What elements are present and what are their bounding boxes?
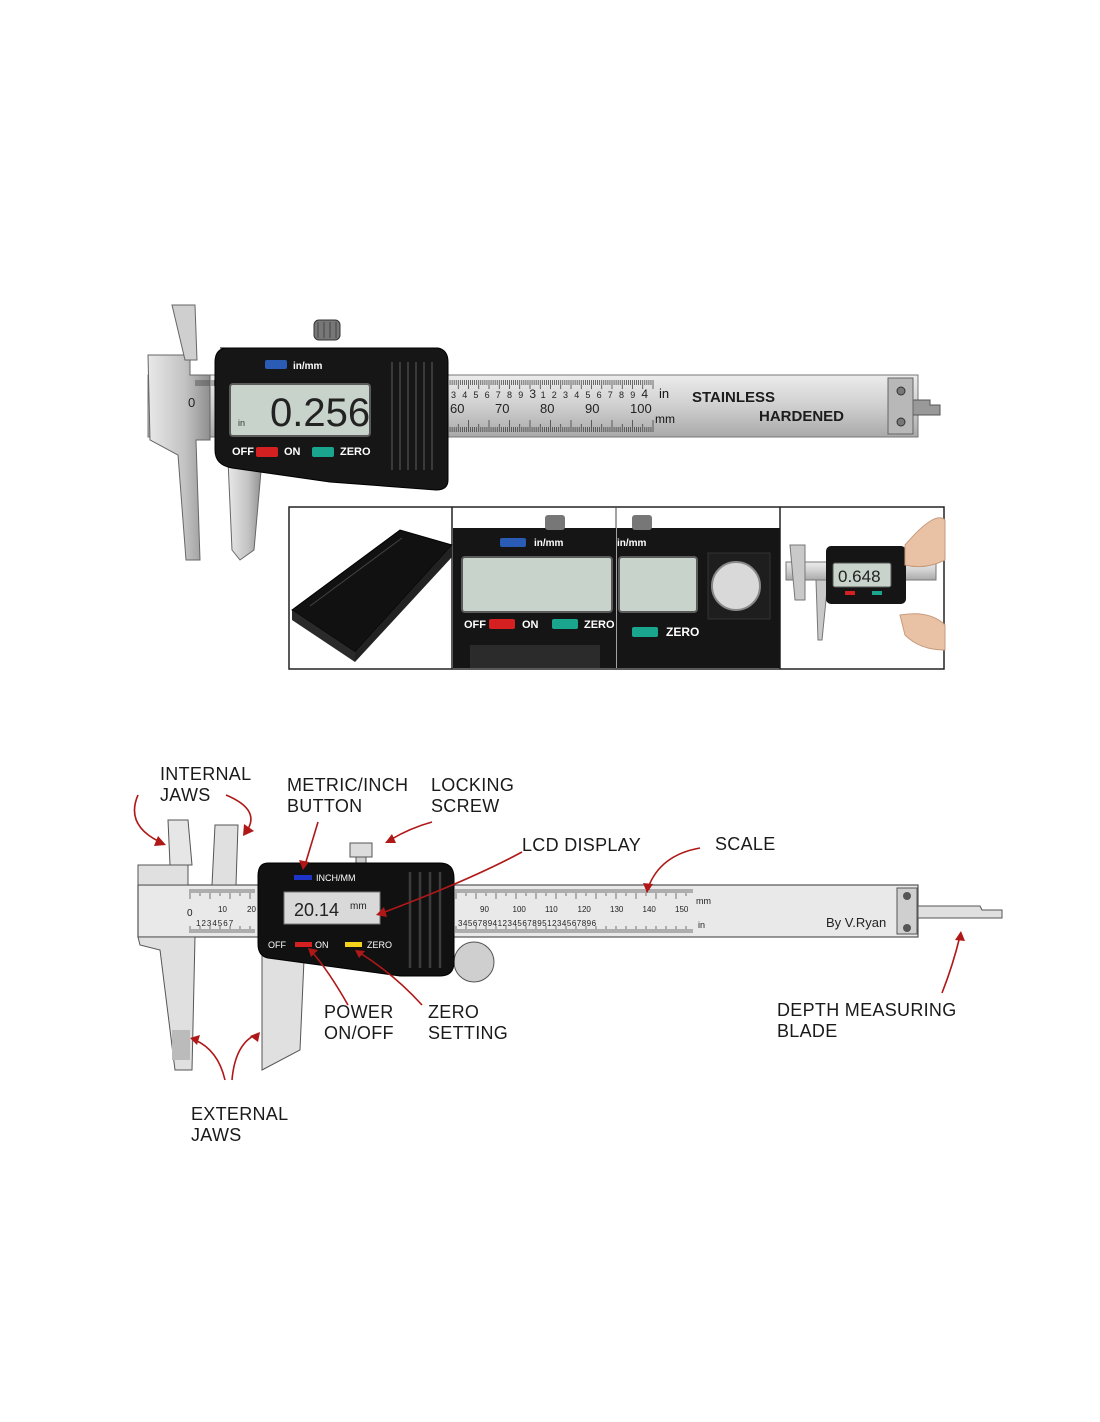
diagram-mm-tick-label: 150 (675, 905, 689, 914)
photo-in-tick-label: 6 (597, 390, 602, 400)
photo-scale-in-unit: in (659, 386, 669, 401)
photo-lcd-display (229, 383, 371, 437)
diagram-left-in-ticks: 1234567 (196, 919, 234, 928)
photo-in-tick-label: 4 (574, 390, 579, 400)
diagram-lcd-value: 20.14 (294, 900, 339, 920)
diagram-right-in-ticks: 3456789412345678951234567896 (458, 919, 597, 928)
photo-locking-screw[interactable] (313, 319, 341, 341)
photo-in-tick-label: 4 (641, 387, 648, 401)
diagram-zero-button[interactable] (345, 942, 362, 947)
photo-zero-label: ZERO (340, 446, 371, 458)
photo-zero-button[interactable] (312, 447, 334, 457)
photo-in-tick-label: 4 (462, 390, 467, 400)
photo-in-tick-label: 8 (507, 390, 512, 400)
photo-scale-mm-unit: mm (655, 412, 675, 426)
thumbnail-case (291, 529, 453, 662)
photo-in-tick-label: 3 (563, 390, 568, 400)
diagram-mm-unit: mm (696, 896, 711, 906)
label-zero-setting: ZERO SETTING (428, 1002, 509, 1043)
photo-in-tick-label: 3 (451, 390, 456, 400)
diagram-mm-tick-label: 130 (610, 905, 624, 914)
diagram-power-button[interactable] (295, 942, 312, 947)
diagram-on-label: ON (315, 940, 329, 950)
photo-in-tick-label: 9 (630, 390, 635, 400)
label-lcd-display: LCD DISPLAY (522, 835, 642, 855)
thumb3-zero-label: ZERO (666, 625, 699, 639)
photo-in-tick-label: 6 (485, 390, 490, 400)
thumb2-off-label: OFF (464, 619, 486, 631)
callout-arrows (133, 794, 961, 1081)
photo-off-label: OFF (232, 446, 254, 458)
photo-in-tick-label: 9 (518, 390, 523, 400)
thumb2-zero-label: ZERO (584, 619, 615, 631)
callout-arrowheads (154, 824, 965, 1045)
thumbnail-in-hand: 0.648 (781, 508, 946, 668)
diagram-lcd-unit: mm (350, 901, 367, 912)
diagram-left-zero: 0 (187, 908, 193, 919)
thumb3-button-label: in/mm (617, 538, 647, 549)
diagram-mm-tick-label: 100 (513, 905, 527, 914)
photo-power-button[interactable] (256, 447, 278, 457)
label-internal-jaws: INTERNAL JAWS (160, 764, 252, 805)
diagram-mm-tick-label: 120 (578, 905, 592, 914)
photo-zero-mark: 0 (188, 395, 195, 410)
diagram-lcd-display (283, 891, 381, 925)
photo-in-tick-label: 3 (529, 387, 536, 401)
diagram-left-mm-10: 10 (218, 905, 227, 914)
label-scale: SCALE (715, 834, 776, 854)
diagram-scale (189, 889, 693, 933)
photo-mm-tick-label: 90 (585, 401, 599, 416)
diagram-mm-tick-label: 140 (643, 905, 657, 914)
diagram-credit: By V.Ryan (826, 915, 886, 930)
photo-on-label: ON (284, 446, 301, 458)
thumb4-lcd-value: 0.648 (838, 567, 881, 586)
label-depth-measuring-blade: DEPTH MEASURING BLADE (777, 1000, 957, 1041)
diagram-off-label: OFF (268, 940, 286, 950)
photo-in-tick-label: 5 (585, 390, 590, 400)
photo-mm-tick-label: 100 (630, 401, 652, 416)
photo-in-tick-label: 5 (473, 390, 478, 400)
photo-mm-tick-label: 60 (450, 401, 464, 416)
photo-beam-text-stainless: STAINLESS (692, 389, 775, 406)
diagram-mm-tick-label: 90 (480, 905, 489, 914)
diagram-inch-mm-button[interactable] (294, 875, 312, 880)
caliper-diagram: 0 10 20 1234567 90 100 110 120 130 140 150 345… (133, 794, 1003, 1081)
label-external-jaws: EXTERNAL JAWS (191, 1104, 289, 1145)
thumbnail-battery: in/mm ZERO (617, 515, 780, 668)
label-locking-screw: LOCKING SCREW (431, 775, 515, 816)
photo-beam-text-hardened: HARDENED (759, 408, 844, 425)
label-metric-inch-button: METRIC/INCH BUTTON (287, 775, 409, 816)
photo-mm-tick-label: 80 (540, 401, 554, 416)
label-power-on-off: POWER ON/OFF (324, 1002, 394, 1043)
diagram-right-mm-labels: 90 100 110 120 130 140 150 (480, 905, 689, 914)
diagram-zero-label: ZERO (367, 940, 392, 950)
diagram-inch-mm-label: INCH/MM (316, 873, 356, 883)
photo-in-tick-label: 1 (541, 390, 546, 400)
photo-in-tick-label: 8 (619, 390, 624, 400)
diagram-locking-screw[interactable] (349, 842, 373, 858)
diagram-in-unit: in (698, 920, 705, 930)
diagram-left-mm-20: 20 (247, 905, 256, 914)
fixed-jaw (147, 354, 211, 561)
photo-unit-button-label: in/mm (293, 361, 323, 372)
diagram-mm-tick-label: 110 (545, 905, 558, 914)
photo-lcd-unit: in (238, 418, 245, 428)
sliding-jaw (227, 459, 263, 561)
photo-lcd-value: 0.256 (270, 391, 370, 435)
coin-cell-battery (711, 561, 761, 611)
thumbnail-head-closeup: in/mm OFF ON ZERO (453, 515, 616, 668)
photo-mm-tick-label: 70 (495, 401, 509, 416)
photo-in-tick-label: 7 (608, 390, 613, 400)
photo-unit-button[interactable] (265, 360, 287, 369)
diagram-depth-blade (917, 905, 1003, 919)
photo-in-tick-label: 7 (496, 390, 501, 400)
photo-in-tick-label: 2 (552, 390, 557, 400)
thumb2-on-label: ON (522, 619, 539, 631)
thumb2-button-label: in/mm (534, 538, 564, 549)
diagram-thumb-wheel (453, 941, 495, 983)
